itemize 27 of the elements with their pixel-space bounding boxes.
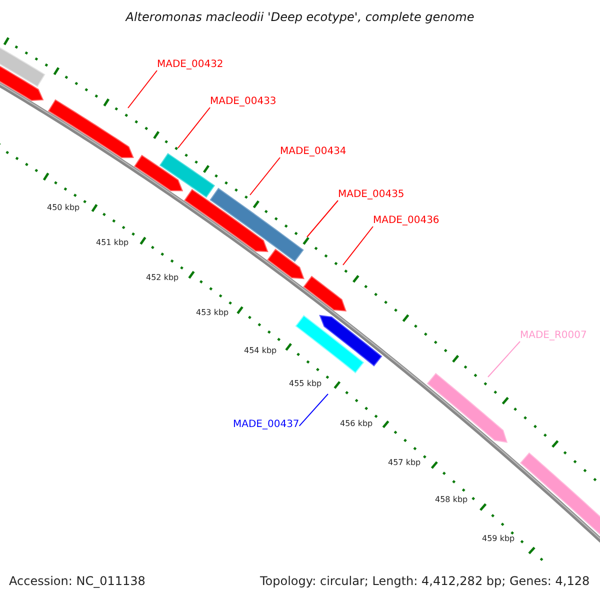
gene-label: MADE_00437 (233, 419, 300, 430)
scale-label: 450 kbp (47, 203, 80, 212)
gene-label: MADE_00433 (210, 96, 276, 108)
gene-label: MADE_00432 (157, 59, 224, 70)
leader-line (128, 70, 158, 108)
scale-label: 451 kbp (96, 238, 129, 248)
scale-label: 455 kbp (289, 379, 322, 388)
gene-label: MADE_00435 (338, 189, 404, 200)
gene-label: MADE_00436 (373, 215, 440, 226)
genome-info-text: Topology: circular; Length: 4,412,282 bp; Genes: 4,128 (260, 575, 590, 589)
leader-line (298, 394, 328, 426)
scale-label: 452 kbp (146, 273, 179, 282)
leader-line (178, 107, 210, 148)
leader-line (488, 341, 520, 378)
accession-text: Accession: NC_011138 (9, 575, 146, 589)
leader-line (306, 200, 338, 238)
map-title: Alteromonas macleodii 'Deep ecotype', complete genome (124, 11, 476, 25)
scale-label: 456 kbp (340, 419, 373, 428)
leader-line (342, 226, 374, 266)
leader-line (250, 157, 280, 196)
gene-label: MADE_R0007 (520, 330, 587, 342)
gene-label: MADE_00434 (280, 146, 346, 158)
scale-label: 457 kbp (388, 458, 421, 468)
scale-label: 459 kbp (482, 534, 515, 544)
scale-label: 454 kbp (244, 346, 277, 356)
scale-label: 458 kbp (435, 495, 468, 504)
scale-label: 453 kbp (196, 308, 229, 318)
